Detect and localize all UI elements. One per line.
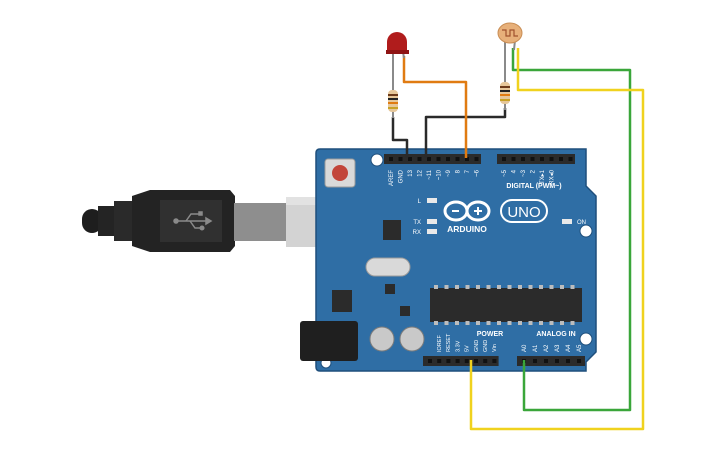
capacitor	[369, 326, 395, 352]
digital-pin-label: ~5	[502, 169, 508, 177]
digital-pin-label: ~9	[446, 169, 452, 177]
reset-button[interactable]	[324, 158, 356, 188]
analog-section-label: ANALOG IN	[536, 331, 575, 338]
wire-yellow	[469, 48, 645, 431]
digital-pin-label: ~10	[437, 169, 443, 180]
usb-icon	[173, 211, 213, 231]
atmega-chip	[430, 285, 582, 325]
uno-badge: UNO	[500, 199, 548, 223]
wire-black-led	[391, 117, 409, 158]
digital-section-label: DIGITAL (PWM~)	[506, 183, 561, 190]
rx-label: RX	[413, 230, 421, 236]
analog-pin-label: A4	[566, 344, 572, 352]
power-pin-label: 3.3V	[455, 340, 461, 352]
capacitor	[399, 326, 425, 352]
arduino-logo: ARDUINO	[443, 200, 491, 234]
photoresistor	[497, 22, 523, 80]
brand-label: ARDUINO	[447, 224, 487, 234]
status-leds: L TX RX ON	[413, 198, 586, 236]
digital-pin-label: ~6	[475, 169, 481, 177]
resistor-led	[388, 85, 398, 118]
digital-pin-label: GND	[399, 169, 405, 183]
analog-pin-label: A3	[555, 344, 561, 352]
crystal	[365, 257, 411, 277]
regulator	[332, 290, 352, 312]
power-pin-label: Vin	[492, 344, 498, 352]
usb-cable	[82, 190, 356, 252]
digital-pin-label: 8	[456, 169, 462, 173]
power-pin-label: GND	[483, 340, 489, 352]
analog-pin-label: A5	[577, 344, 583, 352]
wire-green	[511, 48, 632, 412]
analog-pin-label: A2	[544, 344, 550, 352]
tx-label: TX	[413, 220, 421, 226]
resistor-ldr	[500, 78, 510, 110]
power-pin-label: IOREF	[437, 335, 443, 352]
red-led	[386, 32, 409, 85]
model-label: UNO	[507, 204, 540, 221]
digital-pin-label: 4	[512, 169, 518, 173]
digital-pin-label: 12	[418, 169, 424, 176]
digital-pin-label: RX◂0	[550, 169, 556, 184]
power-pin-label: GND	[474, 340, 480, 352]
wires	[391, 48, 645, 431]
digital-pin-label: ~11	[427, 169, 433, 179]
wire-orange	[402, 56, 468, 158]
digital-pin-label: AREF	[389, 170, 395, 186]
digital-pin-label: 2	[531, 169, 537, 173]
digital-pin-label: 7	[465, 169, 471, 173]
power-pin-label: 5V	[465, 345, 471, 352]
power-section-label: POWER	[477, 331, 503, 338]
analog-pin-label: A0	[522, 344, 528, 352]
led-l-label: L	[418, 199, 422, 205]
digital-pin-label: 13	[408, 169, 414, 176]
power-jack	[300, 321, 358, 361]
on-label: ON	[577, 220, 586, 226]
digital-pin-label: TX▸1	[540, 169, 546, 184]
usb-chip	[383, 220, 401, 240]
digital-pin-label: ~3	[521, 169, 527, 177]
analog-pin-label: A1	[533, 344, 539, 352]
power-pin-label: RESET	[446, 333, 452, 352]
